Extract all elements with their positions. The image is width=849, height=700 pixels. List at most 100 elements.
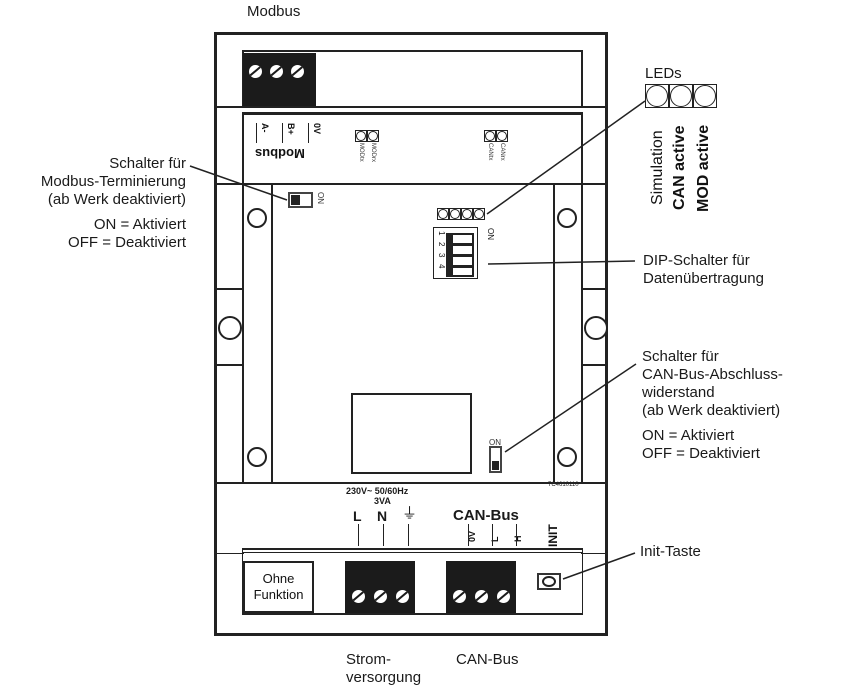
modbus-termination-callout: Schalter für Modbus-Terminierung (ab Wer…: [0, 155, 186, 252]
terminal-label-l: L: [353, 508, 362, 524]
can-termination-switch[interactable]: [489, 446, 502, 473]
frame-line: [271, 185, 273, 482]
can-terminal-block[interactable]: [446, 561, 516, 613]
dip-switch-callout: DIP-Schalter für Datenübertragung: [643, 252, 764, 288]
leader-modbus-termination: [189, 165, 288, 201]
divider: [242, 183, 606, 185]
modbus-termination-switch[interactable]: [288, 192, 313, 208]
bottom-panel: [242, 550, 583, 615]
can-bus-silk-label: CAN-Bus: [453, 507, 519, 524]
mounting-hole: [247, 208, 267, 228]
led-simulation: [449, 208, 461, 220]
ohne-funktion-label: Ohne: [262, 571, 295, 586]
led-callout-label: CAN active: [671, 125, 688, 210]
leader-leds: [486, 100, 646, 215]
terminal-label-n: N: [377, 508, 388, 524]
tick: [358, 524, 359, 546]
silkscreen-panel: [242, 115, 583, 183]
modbus-connector-caption: Modbus: [247, 3, 301, 20]
divider: [216, 106, 606, 108]
divider: [242, 112, 583, 115]
leader-dip-switch: [487, 260, 636, 265]
dip-lever-4[interactable]: [453, 268, 472, 275]
divider: [214, 482, 608, 484]
led-canrx: [496, 130, 508, 142]
tick: [492, 524, 493, 546]
side-clip: [583, 288, 606, 366]
callout-line: DIP-Schalter für: [643, 252, 750, 269]
frame-line: [581, 185, 583, 482]
callout-line: Datenübertragung: [643, 270, 764, 287]
dip-lever-1[interactable]: [453, 235, 472, 243]
screw-icon: [374, 590, 387, 603]
dip-switch[interactable]: [433, 227, 478, 279]
callout-off-state: OFF = Deaktiviert: [68, 234, 186, 251]
power-rating: 230V~ 50/60Hz: [346, 486, 409, 496]
callout-on-state: ON = Aktiviert: [642, 427, 735, 444]
switch-on-label: ON: [489, 438, 501, 447]
callout-line: Schalter für: [642, 348, 719, 365]
tick: [383, 524, 384, 546]
screw-icon: [249, 65, 262, 78]
can-bus-caption: CAN-Bus: [456, 651, 519, 668]
divider: [242, 552, 583, 553]
led-callout-label: MOD active: [695, 124, 712, 212]
screw-icon: [352, 590, 365, 603]
frame-line: [242, 185, 244, 482]
led-mod-active: [473, 208, 485, 220]
tick: [308, 123, 309, 143]
divider: [581, 553, 608, 554]
side-clip: [216, 288, 242, 366]
callout-led-simulation: [645, 84, 669, 108]
frame-line: [553, 185, 555, 482]
modbus-terminal-block[interactable]: [243, 53, 316, 106]
callout-line: widerstand: [642, 384, 715, 401]
callout-off-state: OFF = Deaktiviert: [642, 445, 760, 462]
led-1: [437, 208, 449, 220]
callout-line: Modbus-Terminierung: [40, 173, 186, 190]
divider: [214, 553, 244, 554]
led-cantx: [484, 130, 496, 142]
screw-icon: [396, 590, 409, 603]
callout-line: Schalter für: [109, 155, 186, 172]
divider: [214, 183, 244, 185]
tick: [408, 524, 409, 546]
mounting-hole: [557, 447, 577, 467]
mounting-hole: [247, 447, 267, 467]
led-modrx: [367, 130, 379, 142]
device-housing: [214, 32, 608, 636]
power-terminal-block[interactable]: [345, 561, 415, 613]
tick: [282, 123, 283, 143]
screw-icon: [270, 65, 283, 78]
mounting-hole: [557, 208, 577, 228]
power-supply-caption: Strom- versorgung: [346, 651, 421, 687]
tick: [256, 123, 257, 143]
screw-icon: [475, 590, 488, 603]
callout-led-mod-active: [693, 84, 717, 108]
power-va: 3VA: [374, 496, 391, 506]
ohne-funktion-label: Funktion: [253, 587, 304, 602]
init-button[interactable]: [537, 573, 561, 590]
can-termination-callout: Schalter für CAN-Bus-Abschluss- widersta…: [642, 348, 783, 463]
dip-lever-3[interactable]: [453, 257, 472, 265]
caption-line: versorgung: [346, 669, 422, 686]
leader-can-termination: [504, 363, 637, 453]
callout-line: CAN-Bus-Abschluss-: [642, 366, 783, 383]
mounting-hole: [218, 316, 242, 340]
leds-callout-title: LEDs: [645, 65, 682, 82]
leader-init-button: [562, 552, 636, 580]
ground-icon: ⏚: [402, 505, 418, 522]
callout-line: (ab Werk deaktiviert): [47, 191, 186, 208]
led-can-active: [461, 208, 473, 220]
screw-icon: [497, 590, 510, 603]
led-modtx: [355, 130, 367, 142]
tick: [468, 524, 469, 546]
component-box: [351, 393, 472, 474]
init-button-callout: Init-Taste: [640, 543, 701, 560]
mounting-hole: [584, 316, 608, 340]
dip-lever-2[interactable]: [453, 246, 472, 254]
part-number: 7C4610110: [548, 482, 579, 488]
caption-line: Strom-: [346, 651, 391, 668]
callout-line: (ab Werk deaktiviert): [642, 402, 781, 419]
